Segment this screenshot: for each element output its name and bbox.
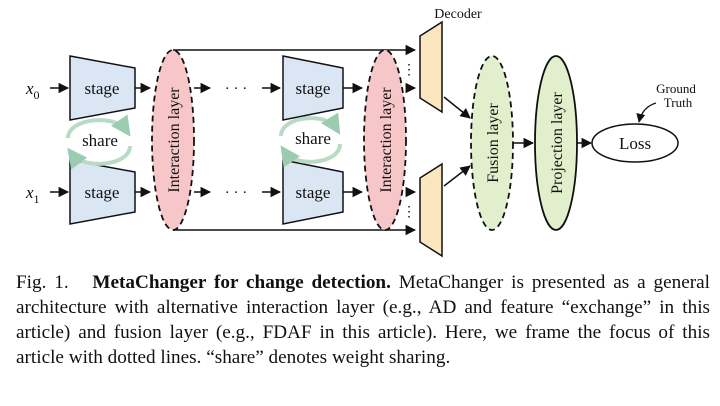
caption-body: MetaChanger is presented as a general ar… [16, 272, 710, 368]
arrow [443, 165, 471, 187]
share-arrow-icon [279, 112, 341, 137]
ground-truth-arrow [636, 102, 657, 123]
ellipsis: · · · [225, 185, 248, 201]
decoder-label: Decoder [434, 7, 482, 22]
ground-truth-label: Truth [664, 95, 693, 110]
share-label: share [295, 129, 331, 148]
decoder-block-bottom [419, 162, 443, 258]
decoder-block-top [419, 20, 443, 114]
share-arrow-icon [67, 145, 132, 170]
share-label: share [82, 131, 118, 150]
projection-layer-label: Projection layer [549, 91, 566, 193]
share-arrow-icon [66, 114, 131, 139]
input-x0-label: x0 [25, 79, 40, 102]
caption-title: MetaChanger for change detection. [92, 272, 391, 293]
stage-label: stage [296, 79, 331, 98]
ellipsis: · · · [225, 81, 248, 97]
share-arrow-icon [280, 143, 342, 168]
interaction-layer-label: Interaction layer [378, 87, 395, 193]
arrow [443, 96, 471, 119]
stage-block-bottom-left [69, 159, 136, 225]
metachanger-diagram: x0 x1 stage stage share Interaction laye… [25, 7, 696, 258]
fusion-layer-label: Fusion layer [485, 103, 502, 183]
stage-label: stage [296, 183, 331, 202]
vertical-dots: ⋮ [402, 63, 416, 78]
ground-truth-label: Ground [656, 81, 696, 96]
loss-label: Loss [619, 134, 651, 153]
vertical-dots: ⋮ [402, 205, 416, 220]
stage-label: stage [85, 79, 120, 98]
input-x1-label: x1 [25, 183, 40, 206]
stage-block-top-right [282, 55, 344, 121]
stage-block-top-left [69, 55, 136, 121]
figure-label: Fig. 1. [16, 272, 69, 293]
loss-node [591, 123, 679, 163]
interaction-layer-label: Interaction layer [166, 87, 183, 193]
stage-label: stage [85, 183, 120, 202]
stage-block-bottom-right [282, 159, 344, 225]
interaction-layer-right [363, 49, 407, 231]
figure-caption: Fig. 1. MetaChanger for change detection… [16, 270, 710, 370]
